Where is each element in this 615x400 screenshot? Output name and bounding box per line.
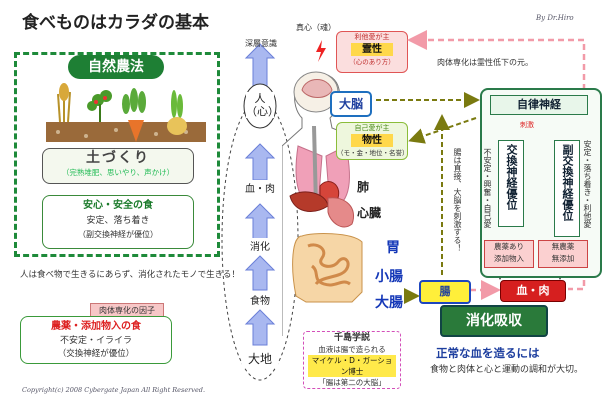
safe-food-title: 安心・安全の食 bbox=[83, 200, 153, 211]
materialism-sub: （モ・金・地位・名誉） bbox=[337, 149, 409, 157]
heart-label: 心臓 bbox=[357, 206, 382, 220]
copyright: Copyright(c) 2008 Cybergate Japan All Ri… bbox=[22, 386, 206, 394]
materialism-box: 自己愛が主 物性 （モ・金・地位・名誉） bbox=[336, 122, 409, 160]
soil-subtitle: （完熟堆肥、思いやり、声かけ） bbox=[61, 168, 175, 177]
chishima-line3: 「腸は第二の大脳」 bbox=[318, 378, 386, 387]
healthy-blood-heading: 正常な血を造るには bbox=[436, 346, 540, 360]
chishima-line1: 血液は腸で造られる bbox=[318, 345, 386, 354]
self-love-caption: 自己愛が主 bbox=[354, 124, 390, 132]
soil-title: 土づくり bbox=[86, 150, 150, 166]
chishima-line2: マイケル・D・ガーション博士 bbox=[308, 355, 396, 377]
small-intestine-label: 小腸 bbox=[375, 269, 403, 285]
cerebrum-box: 大脳 bbox=[330, 91, 372, 117]
blood-flesh-label: 血・肉 bbox=[240, 180, 280, 195]
digestion-saying: 人は食べ物で生きるにあらず、消化されたモノで生きる！ bbox=[20, 270, 240, 280]
true-heart-label: 真心（魂） bbox=[296, 23, 336, 32]
additives-food-box: 農薬・添加物入の食 不安定・イライラ （交換神経が優位） bbox=[20, 316, 172, 364]
large-intestine-label: 大腸 bbox=[375, 295, 403, 311]
spirituality-box: 利他愛が主 霊性 （心のあり方） bbox=[336, 31, 408, 73]
safe-food-box: 安心・安全の食 安定、落ち着き （副交換神経が優位） bbox=[42, 195, 194, 249]
harmony-note: 食物と肉体と心と運動の調和が大切。 bbox=[430, 365, 584, 375]
human-heart-label: 人 （心） bbox=[246, 92, 279, 118]
deep-consciousness-label: 深層意識 bbox=[245, 39, 277, 48]
earth-label: 大地 bbox=[242, 350, 278, 367]
author-credit: By Dr.Hiro bbox=[536, 14, 574, 22]
lightning-icon bbox=[314, 40, 328, 66]
food-label: 食物 bbox=[242, 292, 278, 307]
chishima-theory-box: 千島学説 血液は腸で造られる マイケル・D・ガーション博士 「腸は第二の大脳」 bbox=[303, 331, 401, 389]
parasympathetic-dominant-label: 副交換神経優位 bbox=[561, 144, 574, 221]
parasympathetic-dominant-box: 副交換神経優位 bbox=[554, 140, 580, 237]
materialism-name: 物性 bbox=[351, 134, 393, 147]
sympathetic-note: 不安定・興奮・自己愛 bbox=[483, 148, 492, 228]
no-pesticide-box: 無農薬 無添加 bbox=[538, 240, 588, 268]
parasympathetic-note: 安定・落ち着き・利他愛 bbox=[583, 140, 592, 228]
pesticide-additive-box: 農薬あり 添加物入 bbox=[484, 240, 534, 268]
soil-building-box: 土づくり （完熟堆肥、思いやり、声かけ） bbox=[42, 148, 194, 184]
page-title: 食べものはカラダの基本 bbox=[22, 13, 209, 33]
altruism-caption: 利他愛が主 bbox=[354, 33, 390, 41]
plants-illustration bbox=[46, 82, 206, 142]
natural-farming-title: 自然農法 bbox=[68, 55, 164, 79]
autonomic-nerve-title: 自律神経 bbox=[490, 95, 588, 115]
digestion-label: 消化 bbox=[242, 238, 278, 253]
blood-flesh-box: 血・肉 bbox=[500, 280, 566, 302]
intestine-box: 腸 bbox=[419, 280, 471, 304]
additives-title: 農薬・添加物入の食 bbox=[51, 321, 141, 332]
lung-label: 肺 bbox=[357, 180, 370, 194]
safe-food-line: 安定、落ち着き bbox=[86, 216, 150, 226]
additives-line: 不安定・イライラ bbox=[59, 336, 132, 346]
spirituality-name: 霊性 bbox=[351, 43, 393, 56]
sympathetic-dominant-label: 交換神経優位 bbox=[505, 144, 518, 210]
spirit-decline-note: 肉体専化は霊性低下の元。 bbox=[437, 58, 533, 67]
sympathetic-dominant-box: 交換神経優位 bbox=[498, 140, 524, 227]
stomach-label: 胃 bbox=[386, 240, 400, 256]
stimulus-label: 刺激 bbox=[520, 121, 534, 129]
digestion-absorption-box: 消化吸収 bbox=[440, 305, 548, 337]
spirituality-sub: （心のあり方） bbox=[349, 58, 395, 66]
chishima-title: 千島学説 bbox=[333, 333, 370, 343]
safe-food-nerve: （副交換神経が優位） bbox=[78, 230, 158, 239]
additives-nerve: （交換神経が優位） bbox=[57, 349, 135, 359]
intestine-stimulates-brain-note: 腸は直接、大脳を刺激する！ bbox=[453, 148, 462, 252]
